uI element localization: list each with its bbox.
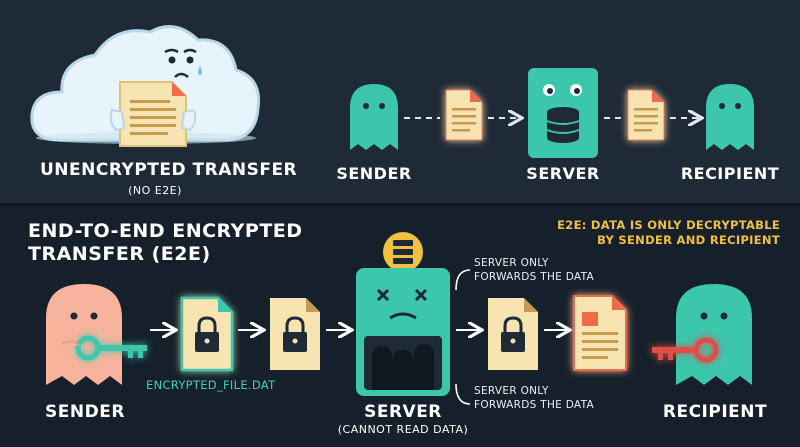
recipient-label: RECIPIENT [662,402,768,422]
plain-document-icon [109,81,197,147]
e2e-note-line2: BY SENDER AND RECIPIENT [597,233,780,247]
unencrypted-sublabel: (NO E2E) [128,184,182,197]
recipient-ghost-icon [676,284,752,385]
sender-label: SENDER [45,402,125,422]
lock-icon [283,316,307,352]
server-label: SERVER [364,402,442,422]
sender-ghost-icon [46,284,122,385]
server-note-top-line2: FORWARDS THE DATA [474,271,594,283]
recipient-label: RECIPIENT [680,164,780,183]
sender-ghost-icon [350,84,398,150]
document-line [582,332,618,335]
document-icon [445,89,483,141]
lock-icon [195,316,219,352]
server-note-bottom-line2: FORWARDS THE DATA [474,399,594,411]
server-icon [356,232,450,396]
document-line [582,356,608,359]
server-note-top-line1: SERVER ONLY [474,257,549,269]
sender-label: SENDER [336,164,412,183]
document-line [582,340,618,343]
document-line [582,348,618,351]
bracket-line [455,383,471,405]
server-label: SERVER [526,164,600,183]
server-note-bottom-line1: SERVER ONLY [474,385,549,397]
server-sublabel: (CANNOT READ DATA) [337,423,469,436]
unencrypted-label: UNENCRYPTED TRANSFER [40,160,298,180]
worried-face-icon [164,48,202,78]
encrypted-file-name: ENCRYPTED_FILE.DAT [146,378,276,392]
document-image-block [582,312,598,326]
key-icon [61,335,147,361]
recipient-ghost-icon [706,84,754,150]
e2e-title-line2: TRANSFER (E2E) [28,243,211,265]
e2e-title-line1: END-TO-END ENCRYPTED [28,220,303,242]
e2e-note-line1: E2E: DATA IS ONLY DECRYPTABLE [557,218,780,232]
bracket-line [455,269,471,291]
document-icon [627,89,665,141]
server-icon [528,68,598,158]
lock-icon [501,316,525,352]
key-icon [652,337,719,363]
panel-divider [0,203,800,206]
